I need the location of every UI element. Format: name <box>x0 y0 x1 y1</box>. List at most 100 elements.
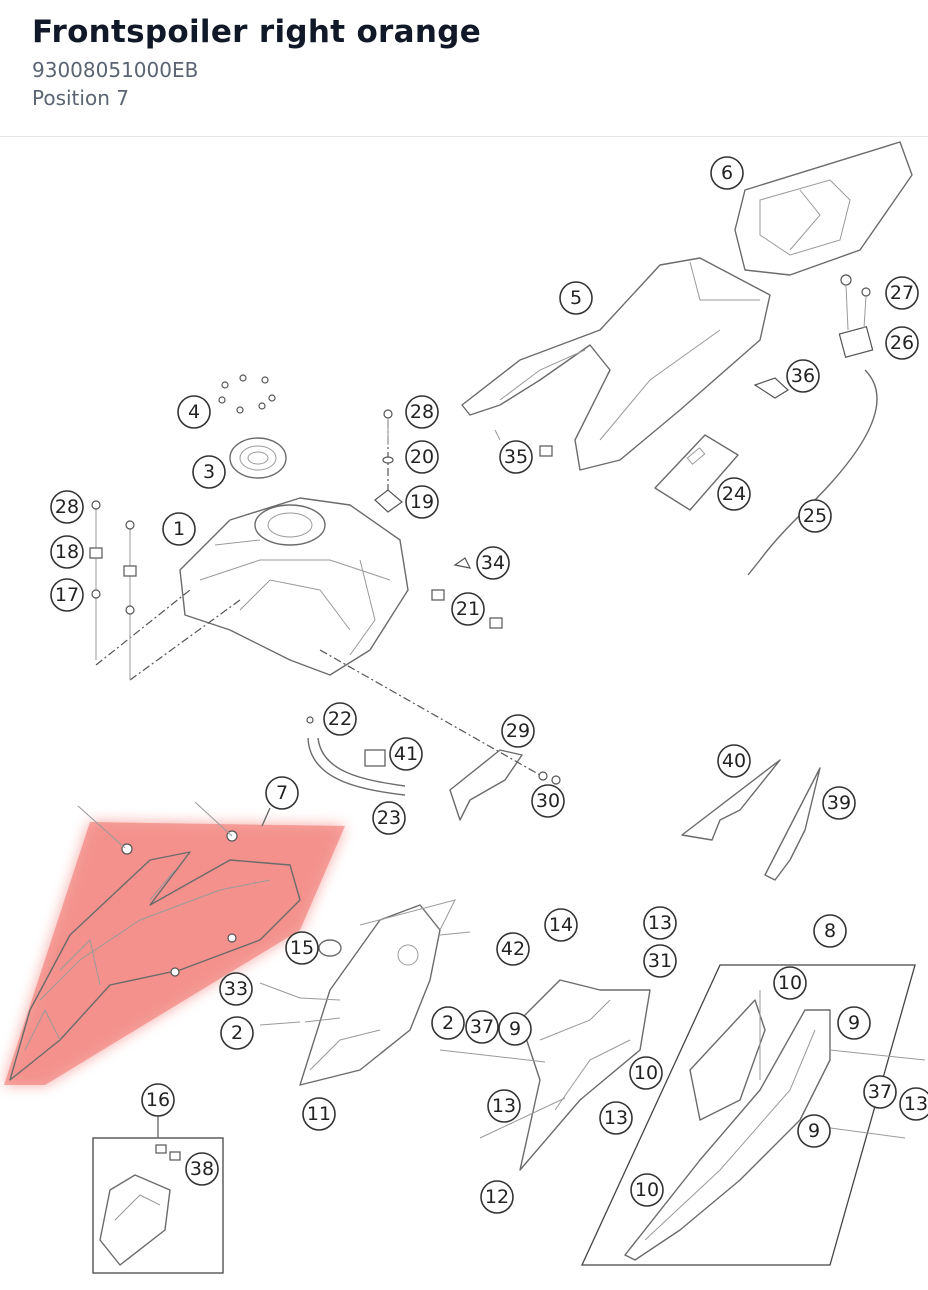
callout-39[interactable]: 39 <box>822 786 856 820</box>
part-12-side-panel <box>519 979 651 1171</box>
callout-23[interactable]: 23 <box>372 801 406 835</box>
callout-24[interactable]: 24 <box>717 477 751 511</box>
callout-42[interactable]: 42 <box>496 932 530 966</box>
svg-text:23: 23 <box>377 807 401 829</box>
part-position: Position 7 <box>32 86 129 110</box>
callout-20[interactable]: 20 <box>405 440 439 474</box>
callout-10[interactable]: 10 <box>630 1173 664 1207</box>
callout-9[interactable]: 9 <box>837 1006 871 1040</box>
svg-text:19: 19 <box>410 491 434 513</box>
svg-text:15: 15 <box>290 937 314 959</box>
callout-6[interactable]: 6 <box>710 156 744 190</box>
svg-text:38: 38 <box>190 1158 214 1180</box>
callout-3[interactable]: 3 <box>192 455 226 489</box>
callout-28[interactable]: 28 <box>405 395 439 429</box>
svg-text:6: 6 <box>721 162 733 184</box>
part-24-cover <box>654 434 739 511</box>
svg-text:31: 31 <box>648 950 672 972</box>
callout-13[interactable]: 13 <box>487 1089 521 1123</box>
svg-text:1: 1 <box>173 518 185 540</box>
callout-35[interactable]: 35 <box>499 440 533 474</box>
svg-text:39: 39 <box>827 792 851 814</box>
part-8-group-frame <box>580 964 916 1266</box>
svg-text:4: 4 <box>188 401 200 423</box>
svg-text:3: 3 <box>203 461 215 483</box>
callout-4[interactable]: 4 <box>177 395 211 429</box>
svg-text:11: 11 <box>307 1103 331 1125</box>
svg-text:16: 16 <box>146 1089 170 1111</box>
callout-21[interactable]: 21 <box>451 592 485 626</box>
svg-text:21: 21 <box>456 598 480 620</box>
part-6-seat-cowl <box>734 141 913 276</box>
callout-15[interactable]: 15 <box>285 931 319 965</box>
callout-41[interactable]: 41 <box>389 737 423 771</box>
svg-text:37: 37 <box>470 1016 494 1038</box>
svg-text:33: 33 <box>224 978 248 1000</box>
callout-12[interactable]: 12 <box>480 1180 514 1214</box>
callout-40[interactable]: 40 <box>717 744 751 778</box>
svg-text:34: 34 <box>481 552 505 574</box>
svg-text:13: 13 <box>604 1107 628 1129</box>
part-16-inner-cover <box>99 1174 171 1266</box>
callout-37[interactable]: 37 <box>465 1010 499 1044</box>
callout-38[interactable]: 38 <box>185 1152 219 1186</box>
callout-17[interactable]: 17 <box>50 578 84 612</box>
part-number: 93008051000EB <box>32 58 199 82</box>
svg-text:9: 9 <box>848 1012 860 1034</box>
callout-22[interactable]: 22 <box>323 702 357 736</box>
svg-text:28: 28 <box>55 496 79 518</box>
callout-10[interactable]: 10 <box>773 966 807 1000</box>
part-39-sticker <box>764 767 821 881</box>
callout-9[interactable]: 9 <box>498 1012 532 1046</box>
svg-text:9: 9 <box>808 1120 820 1142</box>
callout-19[interactable]: 19 <box>405 485 439 519</box>
part-26-lock <box>838 274 874 358</box>
svg-text:18: 18 <box>55 541 79 563</box>
callout-34[interactable]: 34 <box>476 546 510 580</box>
svg-text:2: 2 <box>231 1022 243 1044</box>
callout-1[interactable]: 1 <box>162 512 196 546</box>
callout-5[interactable]: 5 <box>559 281 593 315</box>
part-11-inner-panel <box>299 899 456 1086</box>
callout-16[interactable]: 16 <box>141 1083 175 1117</box>
svg-text:14: 14 <box>549 914 573 936</box>
callout-36[interactable]: 36 <box>786 359 820 393</box>
callout-13[interactable]: 13 <box>599 1101 633 1135</box>
callout-37[interactable]: 37 <box>863 1075 897 1109</box>
callout-8[interactable]: 8 <box>813 914 847 948</box>
callout-13[interactable]: 13 <box>643 906 677 940</box>
svg-text:24: 24 <box>722 483 746 505</box>
svg-text:42: 42 <box>501 938 525 960</box>
callout-33[interactable]: 33 <box>219 972 253 1006</box>
callout-13[interactable]: 13 <box>899 1087 928 1121</box>
svg-text:8: 8 <box>824 920 836 942</box>
svg-text:9: 9 <box>509 1018 521 1040</box>
callout-14[interactable]: 14 <box>544 908 578 942</box>
part-5-seat <box>461 257 771 471</box>
highlighted-part-frontspoiler[interactable] <box>4 822 345 1085</box>
callout-27[interactable]: 27 <box>885 276 919 310</box>
callout-28[interactable]: 28 <box>50 490 84 524</box>
svg-text:13: 13 <box>492 1095 516 1117</box>
callout-10[interactable]: 10 <box>629 1056 663 1090</box>
callout-30[interactable]: 30 <box>531 784 565 818</box>
callout-2[interactable]: 2 <box>220 1016 254 1050</box>
svg-text:10: 10 <box>634 1062 658 1084</box>
part-title: Frontspoiler right orange <box>32 14 482 50</box>
callout-29[interactable]: 29 <box>501 714 535 748</box>
exploded-parts-diagram: 1 2 2 3 4 5 6 7 8 9 9 9 9 10 10 10 11 12… <box>4 141 928 1274</box>
svg-text:7: 7 <box>276 782 288 804</box>
callout-31[interactable]: 31 <box>643 944 677 978</box>
callout-18[interactable]: 18 <box>50 535 84 569</box>
callout-9[interactable]: 9 <box>797 1114 831 1148</box>
svg-text:30: 30 <box>536 790 560 812</box>
part-36-clip <box>753 377 789 399</box>
svg-text:5: 5 <box>570 287 582 309</box>
callout-25[interactable]: 25 <box>798 499 832 533</box>
callout-26[interactable]: 26 <box>885 326 919 360</box>
part-1-fuel-tank <box>179 497 409 676</box>
callout-7[interactable]: 7 <box>265 776 299 810</box>
callout-11[interactable]: 11 <box>302 1097 336 1131</box>
svg-text:28: 28 <box>410 401 434 423</box>
callout-2[interactable]: 2 <box>431 1006 465 1040</box>
